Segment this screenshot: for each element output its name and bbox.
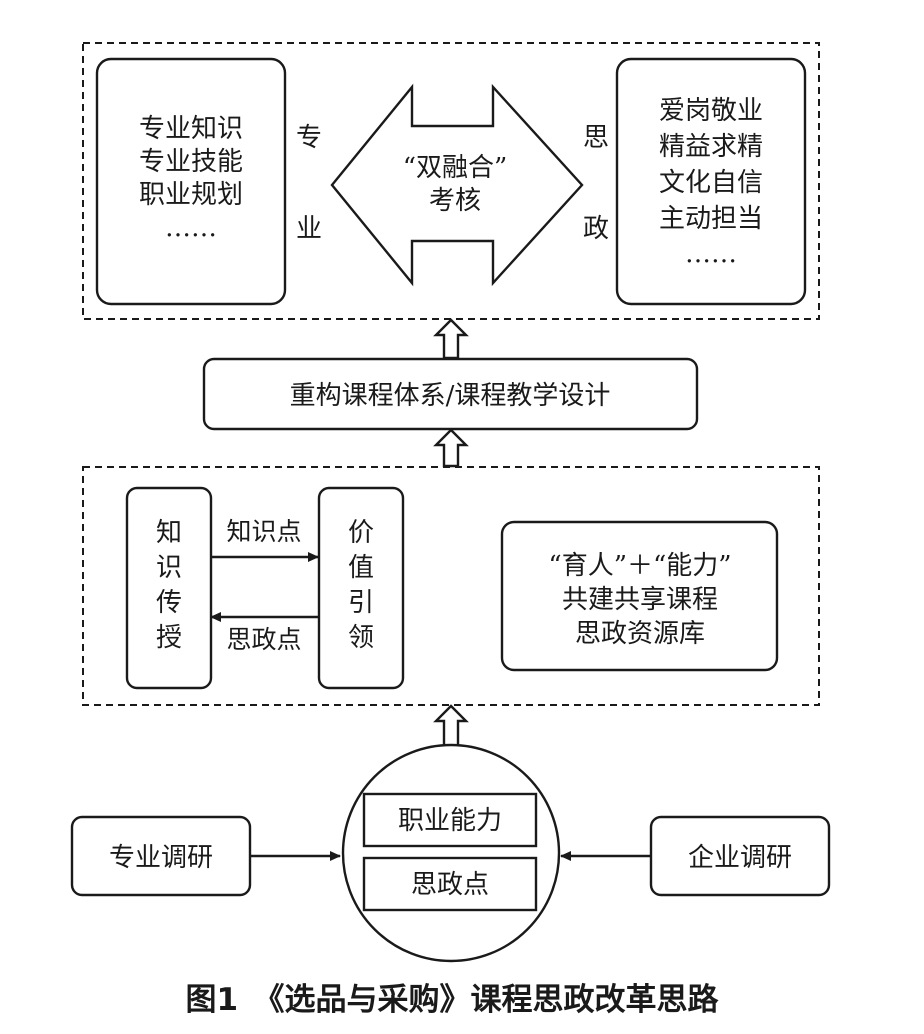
ideology-side-label-2: 政: [583, 214, 609, 244]
ideology-side-label-1: 思: [583, 123, 609, 153]
course-redesign-label: 重构课程体系/课程教学设计: [290, 381, 611, 411]
ideology-line-3: 文化自信: [659, 168, 763, 198]
ideology-point-label: 思政点: [226, 625, 301, 654]
vocational-ability-label: 职业能力: [398, 806, 502, 836]
hollow-arrow-to-middle: [433, 428, 469, 468]
enterprise-research-label: 企业调研: [688, 843, 792, 873]
knowledge-teaching-box: [125, 486, 213, 690]
vocational-ability-box: [362, 792, 538, 848]
ideology-point-box: [362, 856, 538, 912]
professional-side-label-2: 业: [296, 214, 322, 244]
lower-section-frame: [82, 466, 820, 706]
knowledge-teaching-char-1: 知: [156, 518, 182, 548]
resource-library-line-3: 思政资源库: [575, 619, 705, 649]
value-guidance-box: [317, 486, 405, 690]
ideology-point-box-label: 思政点: [411, 870, 489, 900]
resource-library-line-2: 共建共享课程: [562, 585, 718, 615]
ideology-line-4: 主动担当: [659, 204, 763, 234]
ideology-line-2: 精益求精: [659, 132, 763, 162]
dual-integration-title: “双融合”: [403, 153, 508, 183]
value-guidance-char-1: 价: [348, 518, 374, 548]
knowledge-teaching-char-2: 识: [156, 553, 182, 583]
professional-line-3: 职业规划: [139, 180, 243, 210]
enterprise-research-box: [649, 815, 831, 897]
resource-library-line-1: “育人”＋“能力”: [548, 551, 731, 581]
ideology-line-1: 爱岗敬业: [659, 96, 763, 126]
professional-research-label: 专业调研: [109, 843, 213, 873]
figure-caption: 图1 《选品与采购》课程思政改革思路: [185, 982, 719, 1018]
hollow-arrow-to-lower: [433, 704, 469, 748]
knowledge-point-label: 知识点: [226, 517, 301, 546]
professional-ellipsis: ……: [165, 213, 217, 243]
value-guidance-char-2: 值: [348, 553, 374, 583]
resource-library-box: [500, 520, 779, 672]
knowledge-teaching-char-4: 授: [156, 623, 182, 653]
value-guidance-char-4: 领: [348, 623, 374, 653]
hollow-arrow-to-top: [433, 318, 469, 360]
professional-line-2: 专业技能: [139, 147, 243, 177]
ideology-ellipsis: ……: [685, 239, 737, 269]
ideology-content-box: [615, 57, 807, 306]
dual-integration-subtitle: 考核: [429, 186, 481, 216]
professional-side-label-1: 专: [296, 123, 322, 153]
value-guidance-char-3: 引: [348, 588, 374, 618]
knowledge-teaching-char-3: 传: [156, 588, 182, 618]
core-competency-circle: [341, 743, 561, 963]
dual-integration-arrow: [330, 83, 584, 287]
professional-content-box: [95, 57, 287, 306]
professional-line-1: 专业知识: [139, 114, 243, 144]
